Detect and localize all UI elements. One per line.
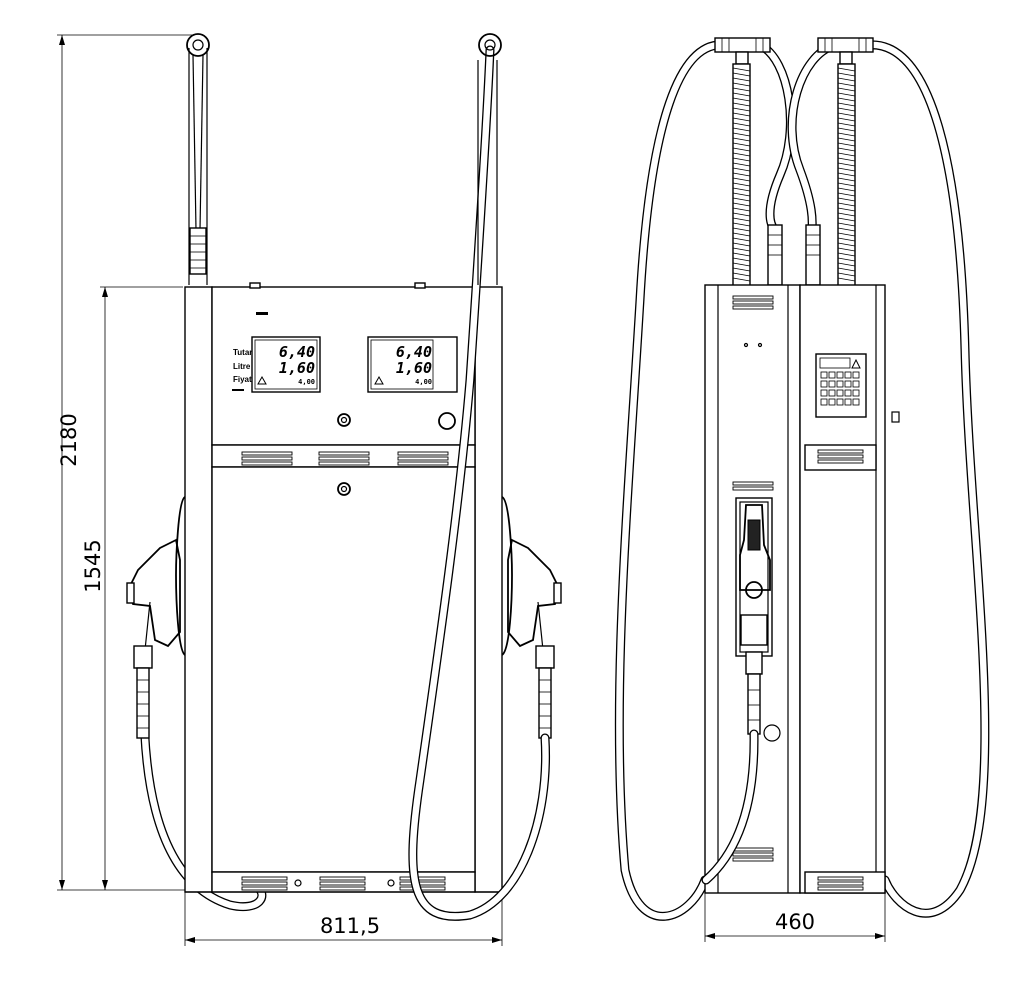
side-spring-coils: [732, 63, 856, 287]
display-left-amount: 6,40: [279, 343, 315, 361]
front-right-column: [474, 286, 503, 893]
display-label-litres: Litre: [233, 362, 251, 371]
dimension-side-depth: 460: [704, 893, 886, 942]
display-left-price: 4,00: [298, 378, 315, 386]
display-label-amount: Tutar: [233, 348, 252, 357]
front-vent-slots: [241, 451, 449, 891]
side-left-hose-loop: [614, 40, 730, 921]
total-height-label: 2180: [57, 413, 81, 466]
front-left-retractor: [186, 33, 210, 285]
display-right-litres: 1,60: [396, 359, 432, 377]
side-depth-label: 460: [775, 910, 815, 934]
side-keypad: [815, 353, 900, 423]
front-width-label: 811,5: [320, 914, 380, 938]
display-left-litres: 1,60: [279, 359, 315, 377]
front-left-nozzle: [126, 496, 186, 739]
display-label-price: Fiyat: [233, 375, 252, 384]
side-crossing-hose: [755, 40, 840, 235]
dimension-total-height: 2180: [57, 34, 200, 891]
front-lower-lock-icon: [337, 482, 351, 496]
front-emergency-button-icon: [438, 412, 456, 430]
display-right-amount: 6,40: [396, 343, 432, 361]
front-display-left: Tutar Litre Fiyat 6,40 1,60 4,00: [232, 336, 321, 393]
front-left-column: [184, 286, 213, 893]
front-right-hose: [408, 45, 551, 921]
front-right-nozzle: [501, 496, 562, 739]
side-vent-slots: [732, 295, 864, 891]
side-nozzle-holster: [701, 497, 773, 885]
body-height-label: 1545: [81, 539, 105, 592]
side-right-hose-loop: [863, 40, 990, 918]
front-vent-band: [211, 444, 476, 468]
display-right-price: 4,00: [415, 378, 432, 386]
dimension-body-height: 1545: [81, 286, 183, 890]
side-retractor-heads: [714, 37, 874, 65]
front-view: Tutar Litre Fiyat 6,40 1,60 4,00 6,40 1,…: [126, 33, 562, 921]
front-display-right: 6,40 1,60 4,00: [367, 336, 458, 393]
front-right-retractor: [477, 33, 502, 285]
side-view: [614, 37, 990, 921]
dimension-front-width: 811,5: [184, 890, 503, 946]
front-upper-lock-icon: [337, 413, 351, 427]
